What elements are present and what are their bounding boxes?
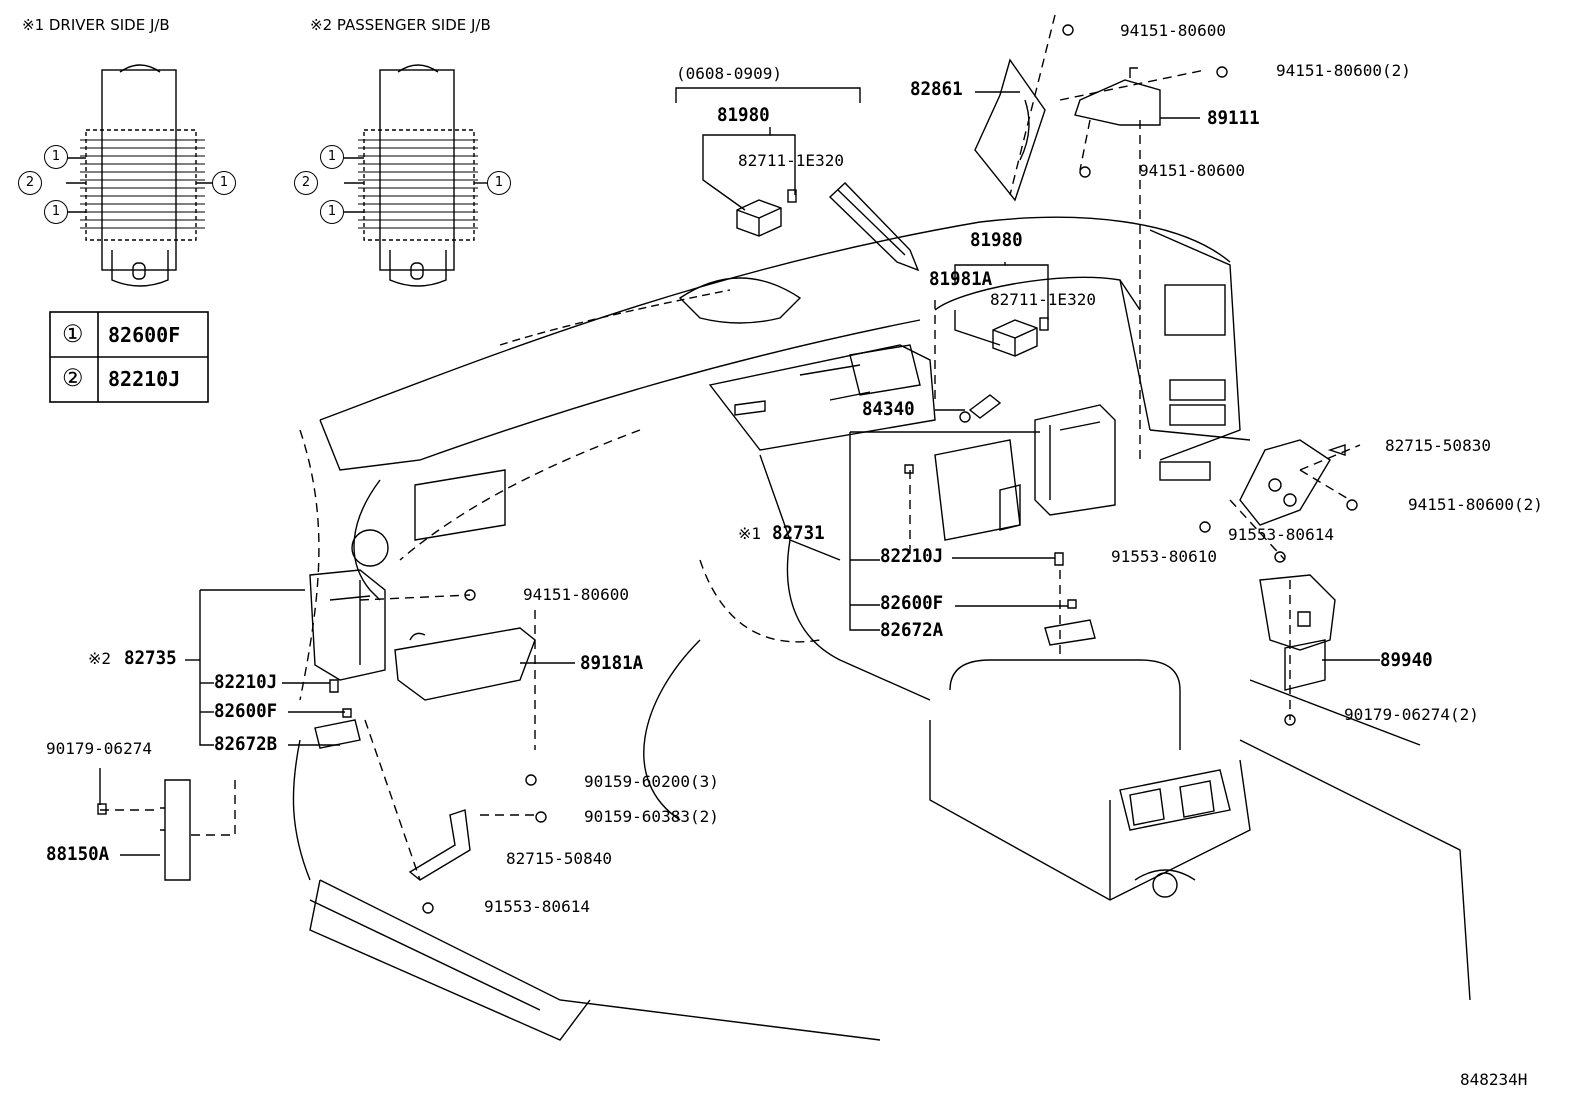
part-label-91553-80610: 91553-80610: [1111, 547, 1217, 566]
callout-circle-1: 1: [320, 200, 344, 224]
dashboard-drawing: [292, 216, 1471, 1041]
part-label-82672b: 82672B: [214, 733, 278, 755]
part-label-82711: 82711-1E320: [738, 151, 844, 170]
part-label-94151: 94151-80600: [1120, 21, 1226, 40]
callout-circle-1: 1: [44, 145, 68, 169]
part-label-94151: 94151-80600(2): [1276, 61, 1411, 80]
legend-part-1: 82600F: [108, 323, 181, 347]
part-label-89111: 89111: [1207, 107, 1260, 129]
part-label-81981a: 81981A: [929, 268, 993, 290]
part-label-90159-60200: 90159-60200(3): [584, 772, 719, 791]
part-label-84340: 84340: [862, 398, 915, 420]
part-label-94151: 94151-80600: [523, 585, 629, 604]
part-label-82715-50840: 82715-50840: [506, 849, 612, 868]
callout-circle-1: 1: [487, 171, 511, 195]
part-label-94151: 94151-80600(2): [1408, 495, 1543, 514]
legend-num-2: ②: [62, 364, 84, 392]
passenger-side-jb-header: ※2 PASSENGER SIDE J/B: [310, 16, 491, 34]
note-mark-1: ※1: [738, 524, 762, 543]
driver-side-jb-header: ※1 DRIVER SIDE J/B: [22, 16, 170, 34]
components: [97, 24, 1358, 914]
part-label-89181a: 89181A: [580, 652, 644, 674]
part-label-82210j: 82210J: [214, 671, 278, 693]
part-label-90179-06274: 90179-06274: [46, 739, 152, 758]
part-label-82715-50830: 82715-50830: [1385, 436, 1491, 455]
callout-circle-1: 1: [320, 145, 344, 169]
solid-leaders: [99, 87, 1380, 856]
part-label-82672a: 82672A: [880, 619, 944, 641]
callout-circle-2: 2: [18, 171, 42, 195]
dashed-leaders: [100, 14, 1361, 881]
part-label-82861: 82861: [910, 78, 963, 100]
part-label-82600f: 82600F: [214, 700, 278, 722]
part-label-82210j: 82210J: [880, 545, 944, 567]
part-label-81980: 81980: [717, 104, 770, 126]
part-label-82600f: 82600F: [880, 592, 944, 614]
part-label-88150a: 88150A: [46, 843, 110, 865]
callout-circle-1: 1: [212, 171, 236, 195]
driver-junction-block-drawing: [66, 64, 214, 287]
callout-circle-1: 1: [44, 200, 68, 224]
part-label-89940: 89940: [1380, 649, 1433, 671]
part-label-94151: 94151-80600: [1139, 161, 1245, 180]
part-label-82731: 82731: [772, 522, 825, 544]
part-label-90179-06274: 90179-06274(2): [1344, 705, 1479, 724]
legend-num-1: ①: [62, 320, 84, 348]
legend-table-grid: [49, 311, 209, 403]
passenger-junction-block-drawing: [344, 64, 490, 287]
part-label-91553-80614: 91553-80614: [1228, 525, 1334, 544]
date-range-label: (0608-0909): [676, 64, 782, 83]
diagram-id: 848234H: [1460, 1070, 1528, 1089]
callout-circle-2: 2: [294, 171, 318, 195]
part-label-82735: 82735: [124, 647, 177, 669]
part-label-91553-80614: 91553-80614: [484, 897, 590, 916]
legend-part-2: 82210J: [108, 367, 181, 391]
part-label-81980: 81980: [970, 229, 1023, 251]
part-label-90159-60383: 90159-60383(2): [584, 807, 719, 826]
note-mark-2: ※2: [88, 649, 112, 668]
part-label-82711: 82711-1E320: [990, 290, 1096, 309]
